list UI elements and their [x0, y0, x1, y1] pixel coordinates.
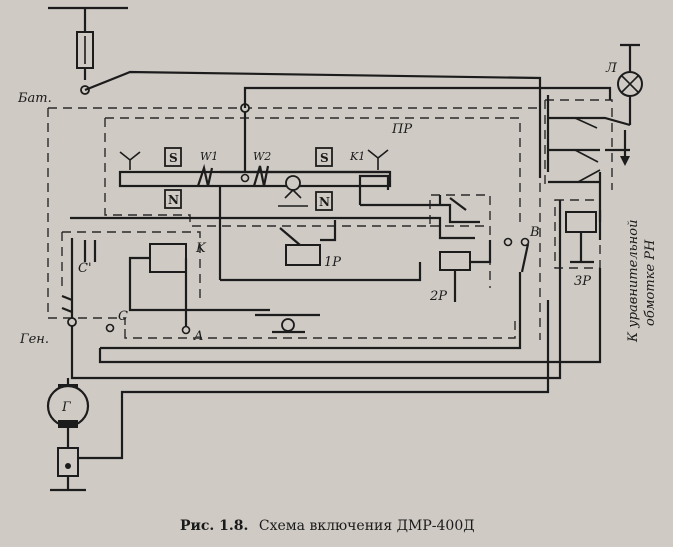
label-w2: W2	[253, 150, 271, 163]
caption-text: Схема включения ДМР-400Д	[259, 518, 475, 534]
label-capacitor: C'	[78, 261, 92, 276]
winding-junction	[240, 173, 250, 183]
enclosure-3p	[554, 199, 601, 269]
terminal-a	[181, 325, 191, 335]
label-generator: Г	[61, 400, 71, 415]
label-pole-s-right: S	[320, 151, 329, 165]
generator-terminal-ticks	[61, 294, 73, 314]
winding-w1-icon	[196, 163, 214, 187]
enclosure-right	[544, 99, 613, 190]
field-resistor	[57, 447, 79, 477]
enclosure-outer	[47, 107, 541, 340]
contact-upper	[546, 95, 631, 172]
generator-ground	[50, 476, 86, 492]
switch-b-return	[100, 272, 522, 350]
pole-n-left	[164, 189, 182, 209]
right-return-wire	[98, 268, 602, 364]
caption: Рис. 1.8. Схема включения ДМР-400Д	[180, 518, 475, 534]
relay-2p-contact	[438, 195, 467, 211]
label-generator-terminal: Ген.	[19, 332, 49, 347]
terminal-c	[105, 323, 115, 333]
generator-feed	[70, 200, 562, 380]
relay-1p-coil	[285, 244, 321, 266]
relay-2p-coil	[439, 251, 471, 271]
label-k1: K1	[349, 150, 365, 163]
armature-pivot	[285, 175, 301, 191]
magnet-left-icon	[119, 151, 141, 170]
mid-bus	[70, 216, 475, 240]
contact-blade-3	[577, 169, 601, 183]
pole-s-right	[315, 147, 333, 167]
enclosure-pr	[104, 117, 521, 288]
pole-s-left	[164, 147, 182, 167]
label-lamp: Л	[605, 61, 618, 76]
switch-b-terminal-1	[503, 237, 513, 247]
generator-brush-bottom	[58, 420, 78, 428]
k1-to-2p	[360, 203, 480, 224]
label-pole-n-right: N	[319, 195, 330, 209]
relay-k-bottom	[128, 256, 270, 312]
label-relay-2p: 2P	[429, 289, 447, 304]
caption-prefix: Рис. 1.8.	[180, 518, 248, 534]
label-terminal-a: A	[193, 329, 203, 344]
relay-2p-right	[470, 240, 492, 264]
pr-feed-wire	[243, 86, 612, 108]
label-relay-1p: 1P	[324, 255, 341, 270]
generator-terminal	[67, 317, 77, 327]
winding-w2-icon	[252, 165, 270, 187]
relay-k-coil	[149, 243, 187, 273]
battery-to-lamp-wire	[84, 70, 542, 178]
label-pole-n-left: N	[168, 193, 179, 207]
pole-n-right	[315, 191, 333, 211]
label-switch-b: B	[529, 225, 540, 240]
enclosure-relay-k	[61, 231, 201, 300]
ground-screw	[281, 318, 295, 332]
label-relay-3p: 3P	[574, 274, 591, 289]
switch-b-terminal-2	[520, 237, 530, 247]
relay-3p-ground	[570, 232, 594, 264]
contact-blade-1	[574, 117, 598, 129]
ground-icon	[255, 313, 320, 334]
label-pr: ПР	[391, 122, 412, 137]
label-terminal-c: C	[118, 309, 128, 324]
label-relay-k: K	[195, 241, 207, 256]
vertical-note-line-1: К уравнительной	[626, 220, 641, 343]
field-wire	[78, 300, 550, 460]
contact-lower	[548, 172, 602, 240]
label-battery: Бат.	[17, 91, 52, 106]
core-return-wire	[220, 262, 422, 282]
contact-blade-2	[574, 149, 599, 163]
lamp-cross	[621, 75, 639, 93]
armature-spring	[278, 188, 308, 207]
relay-3p-coil	[565, 211, 597, 233]
label-w1: W1	[200, 150, 218, 163]
contact-k1	[358, 174, 390, 190]
arrow-down-icon	[620, 156, 630, 166]
switch-b-blade	[520, 243, 530, 273]
relay-1p-contact	[279, 220, 337, 246]
vertical-note-line-2: обмотке РН	[643, 239, 658, 326]
field-resistor-dot	[65, 463, 71, 469]
magnet-right-icon	[367, 149, 389, 170]
label-pole-s-left: S	[169, 151, 178, 165]
